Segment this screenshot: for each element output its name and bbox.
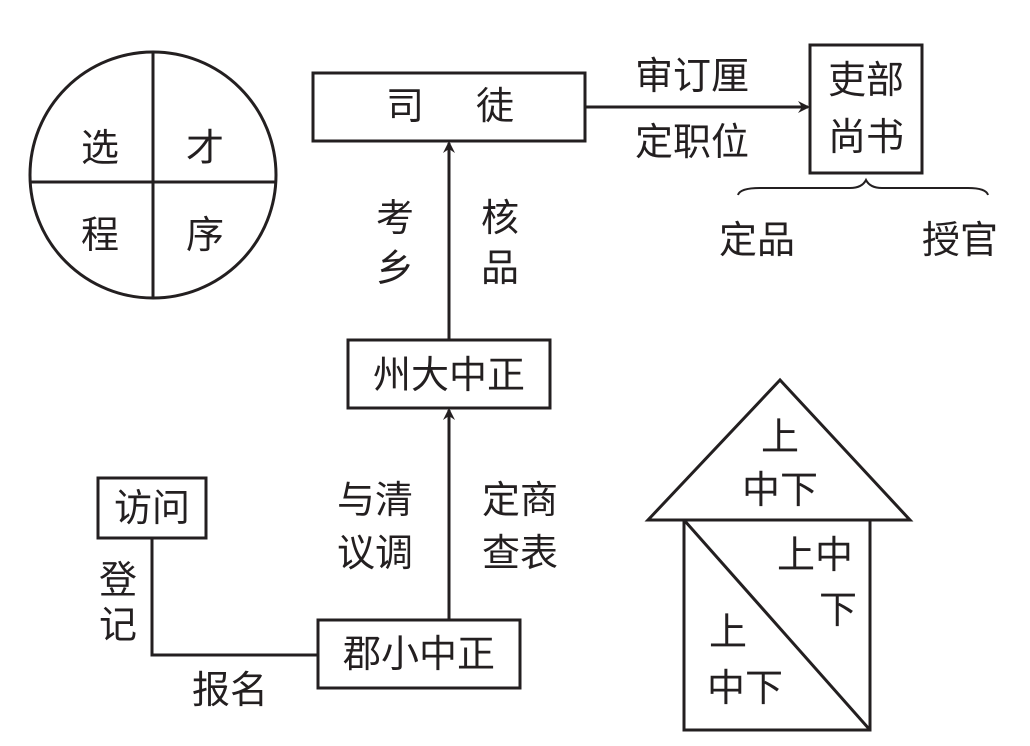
- label-baoming: 报名: [192, 668, 268, 712]
- label-he: 核: [481, 196, 519, 240]
- label-shendingli: 审订厘: [635, 54, 749, 98]
- fangwen-text: 访问: [114, 486, 190, 530]
- circle-text-bl: 程: [81, 213, 119, 257]
- label-ji: 记: [99, 603, 137, 647]
- selection-procedure-circle: 选 才 程 序: [28, 50, 278, 300]
- jun-box: 郡小中正: [316, 618, 522, 690]
- brace: [737, 177, 989, 196]
- label-xiang: 乡: [376, 246, 414, 290]
- situ-right: 徒: [476, 84, 514, 128]
- connector-fangwen-to-jun: [150, 538, 318, 657]
- jun-text: 郡小中正: [343, 632, 495, 676]
- label-chabiao: 查表: [482, 531, 558, 575]
- circle-text-br: 序: [186, 213, 224, 257]
- label-dingpin: 定品: [719, 218, 795, 262]
- label-yuqing: 与清: [337, 478, 413, 522]
- roof-text-2: 中下: [742, 468, 818, 512]
- libu-line1: 吏部: [828, 58, 904, 102]
- zhou-text: 州大中正: [373, 353, 525, 397]
- label-shouguan: 授官: [922, 218, 998, 262]
- upper-right-text-2: 下: [819, 588, 857, 632]
- lower-left-text-1: 上: [709, 610, 747, 654]
- circle-text-tl: 选: [81, 126, 119, 170]
- zhou-box: 州大中正: [346, 338, 552, 410]
- libu-line2: 尚书: [828, 115, 904, 159]
- label-deng: 登: [99, 558, 137, 602]
- label-dingshang: 定商: [482, 478, 558, 522]
- label-dingzhiwei: 定职位: [635, 120, 749, 164]
- situ-left: 司: [386, 84, 424, 128]
- label-kao: 考: [376, 196, 414, 240]
- rank-house-diagram: 上 中下 上中 下 上 中下: [644, 377, 914, 732]
- fangwen-box: 访问: [96, 476, 208, 540]
- roof-text-1: 上: [761, 415, 799, 459]
- libu-box: 吏部 尚书: [808, 43, 924, 175]
- lower-left-text-2: 中下: [707, 666, 783, 710]
- circle-text-tr: 才: [186, 126, 224, 170]
- situ-box: 司 徒: [311, 71, 587, 143]
- label-yidiao: 议调: [337, 531, 413, 575]
- upper-right-text-1: 上中: [777, 533, 853, 577]
- label-pin: 品: [481, 246, 519, 290]
